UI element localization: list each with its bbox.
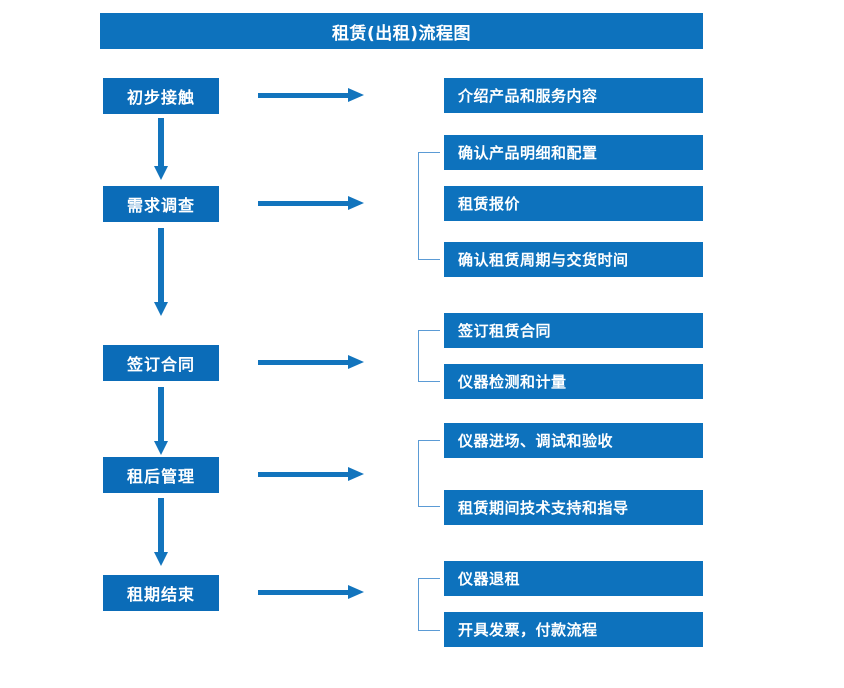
arrow-head: [348, 467, 364, 481]
arrow-shaft: [258, 472, 349, 477]
arrow-down-stage-2-to-3: [154, 228, 168, 316]
arrow-shaft: [258, 93, 349, 98]
detail-box-rental-quote[interactable]: 租赁报价: [444, 186, 703, 221]
arrow-shaft: [258, 360, 349, 365]
detail-box-sign-rental-contract[interactable]: 签订租赁合同: [444, 313, 703, 348]
detail-box-intro-products-services[interactable]: 介绍产品和服务内容: [444, 78, 703, 113]
arrow-right-stage-3: [258, 355, 364, 369]
arrow-shaft: [158, 118, 164, 167]
arrow-right-stage-1: [258, 88, 364, 102]
group-bracket-needs-survey: [418, 152, 440, 260]
detail-box-technical-support[interactable]: 租赁期间技术支持和指导: [444, 490, 703, 525]
arrow-shaft: [258, 590, 349, 595]
arrow-right-stage-2: [258, 196, 364, 210]
detail-box-instrument-return[interactable]: 仪器退租: [444, 561, 703, 596]
arrow-down-stage-3-to-4: [154, 387, 168, 455]
group-bracket-post-rental: [418, 440, 440, 507]
group-bracket-sign-contract: [418, 330, 440, 382]
arrow-head: [154, 552, 168, 566]
stage-box-lease-end[interactable]: 租期结束: [103, 575, 219, 611]
arrow-down-stage-1-to-2: [154, 118, 168, 180]
arrow-head: [154, 441, 168, 455]
stage-box-sign-contract[interactable]: 签订合同: [103, 345, 219, 381]
detail-box-invoice-payment[interactable]: 开具发票，付款流程: [444, 612, 703, 647]
arrow-head: [348, 585, 364, 599]
arrow-head: [154, 302, 168, 316]
stage-box-needs-survey[interactable]: 需求调查: [103, 186, 219, 222]
stage-box-initial-contact[interactable]: 初步接触: [103, 78, 219, 114]
arrow-right-stage-5: [258, 585, 364, 599]
flowchart-title: 租赁(出租)流程图: [100, 13, 703, 49]
arrow-shaft: [158, 387, 164, 442]
detail-box-instrument-inspection[interactable]: 仪器检测和计量: [444, 364, 703, 399]
detail-box-confirm-period-delivery[interactable]: 确认租赁周期与交货时间: [444, 242, 703, 277]
detail-box-confirm-product-spec[interactable]: 确认产品明细和配置: [444, 135, 703, 170]
arrow-shaft: [258, 201, 349, 206]
stage-box-post-rental-management[interactable]: 租后管理: [103, 457, 219, 493]
arrow-head: [348, 355, 364, 369]
group-bracket-lease-end: [418, 578, 440, 631]
arrow-shaft: [158, 228, 164, 303]
detail-box-instrument-onsite-commissioning[interactable]: 仪器进场、调试和验收: [444, 423, 703, 458]
arrow-head: [348, 196, 364, 210]
arrow-head: [348, 88, 364, 102]
arrow-down-stage-4-to-5: [154, 498, 168, 566]
arrow-head: [154, 166, 168, 180]
arrow-right-stage-4: [258, 467, 364, 481]
arrow-shaft: [158, 498, 164, 553]
